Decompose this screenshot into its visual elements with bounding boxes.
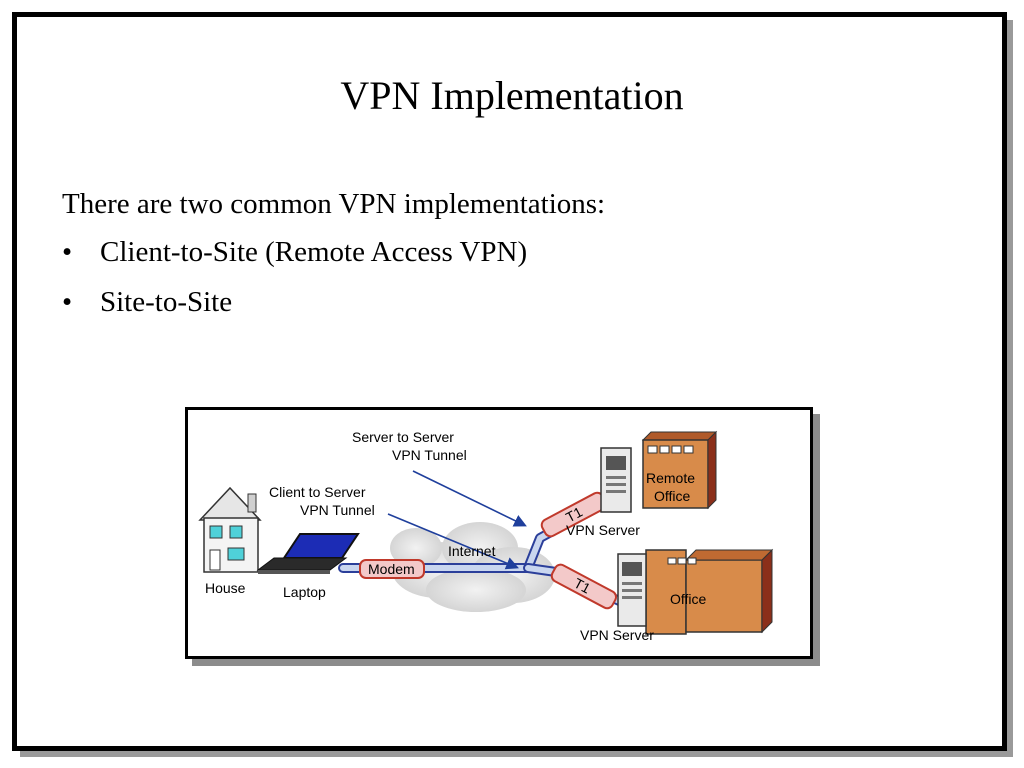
vpn-diagram: House Laptop Modem Internet T1 T1	[185, 407, 813, 659]
client-tunnel-arrow	[387, 513, 519, 570]
laptop-label: Laptop	[283, 584, 326, 600]
vpn-server-top-label: VPN Server	[566, 522, 640, 538]
office-label: Office	[670, 591, 707, 607]
t1-top-label: T1	[563, 503, 585, 525]
house-icon	[198, 486, 262, 573]
laptop-icon	[256, 533, 360, 574]
server-tunnel-label-1: Server to Server	[352, 429, 454, 445]
bullet-text: Client-to-Site (Remote Access VPN)	[100, 236, 528, 268]
client-tunnel-label-2: VPN Tunnel	[300, 502, 375, 518]
bullet-item-site-to-site: • Site-to-Site	[62, 286, 232, 319]
bullet-item-client-to-site: • Client-to-Site (Remote Access VPN)	[62, 236, 527, 269]
t1-connector-bottom: T1	[550, 563, 618, 610]
modem-icon	[359, 559, 425, 579]
intro-text: There are two common VPN implementations…	[62, 188, 606, 220]
remote-office-label-1: Remote	[646, 470, 695, 486]
server-tunnel-label-2: VPN Tunnel	[392, 447, 467, 463]
client-tunnel-label-1: Client to Server	[269, 484, 366, 500]
remote-office-label-2: Office	[654, 488, 691, 504]
house-label: House	[205, 580, 246, 596]
bullet-icon: •	[62, 236, 73, 268]
server-icon	[617, 553, 647, 627]
bullet-icon: •	[62, 286, 73, 318]
slide-title: VPN Implementation	[340, 73, 684, 118]
building-icon	[641, 430, 718, 510]
server-icon	[600, 447, 632, 513]
server-tunnel-arrow	[412, 470, 527, 527]
vpn-server-bottom-label: VPN Server	[580, 627, 654, 643]
modem-label: Modem	[368, 561, 415, 577]
internet-label: Internet	[448, 543, 496, 559]
cloud-icon	[390, 522, 555, 612]
bullet-text: Site-to-Site	[100, 286, 233, 318]
t1-bottom-label: T1	[571, 575, 593, 597]
building-icon	[645, 548, 774, 635]
